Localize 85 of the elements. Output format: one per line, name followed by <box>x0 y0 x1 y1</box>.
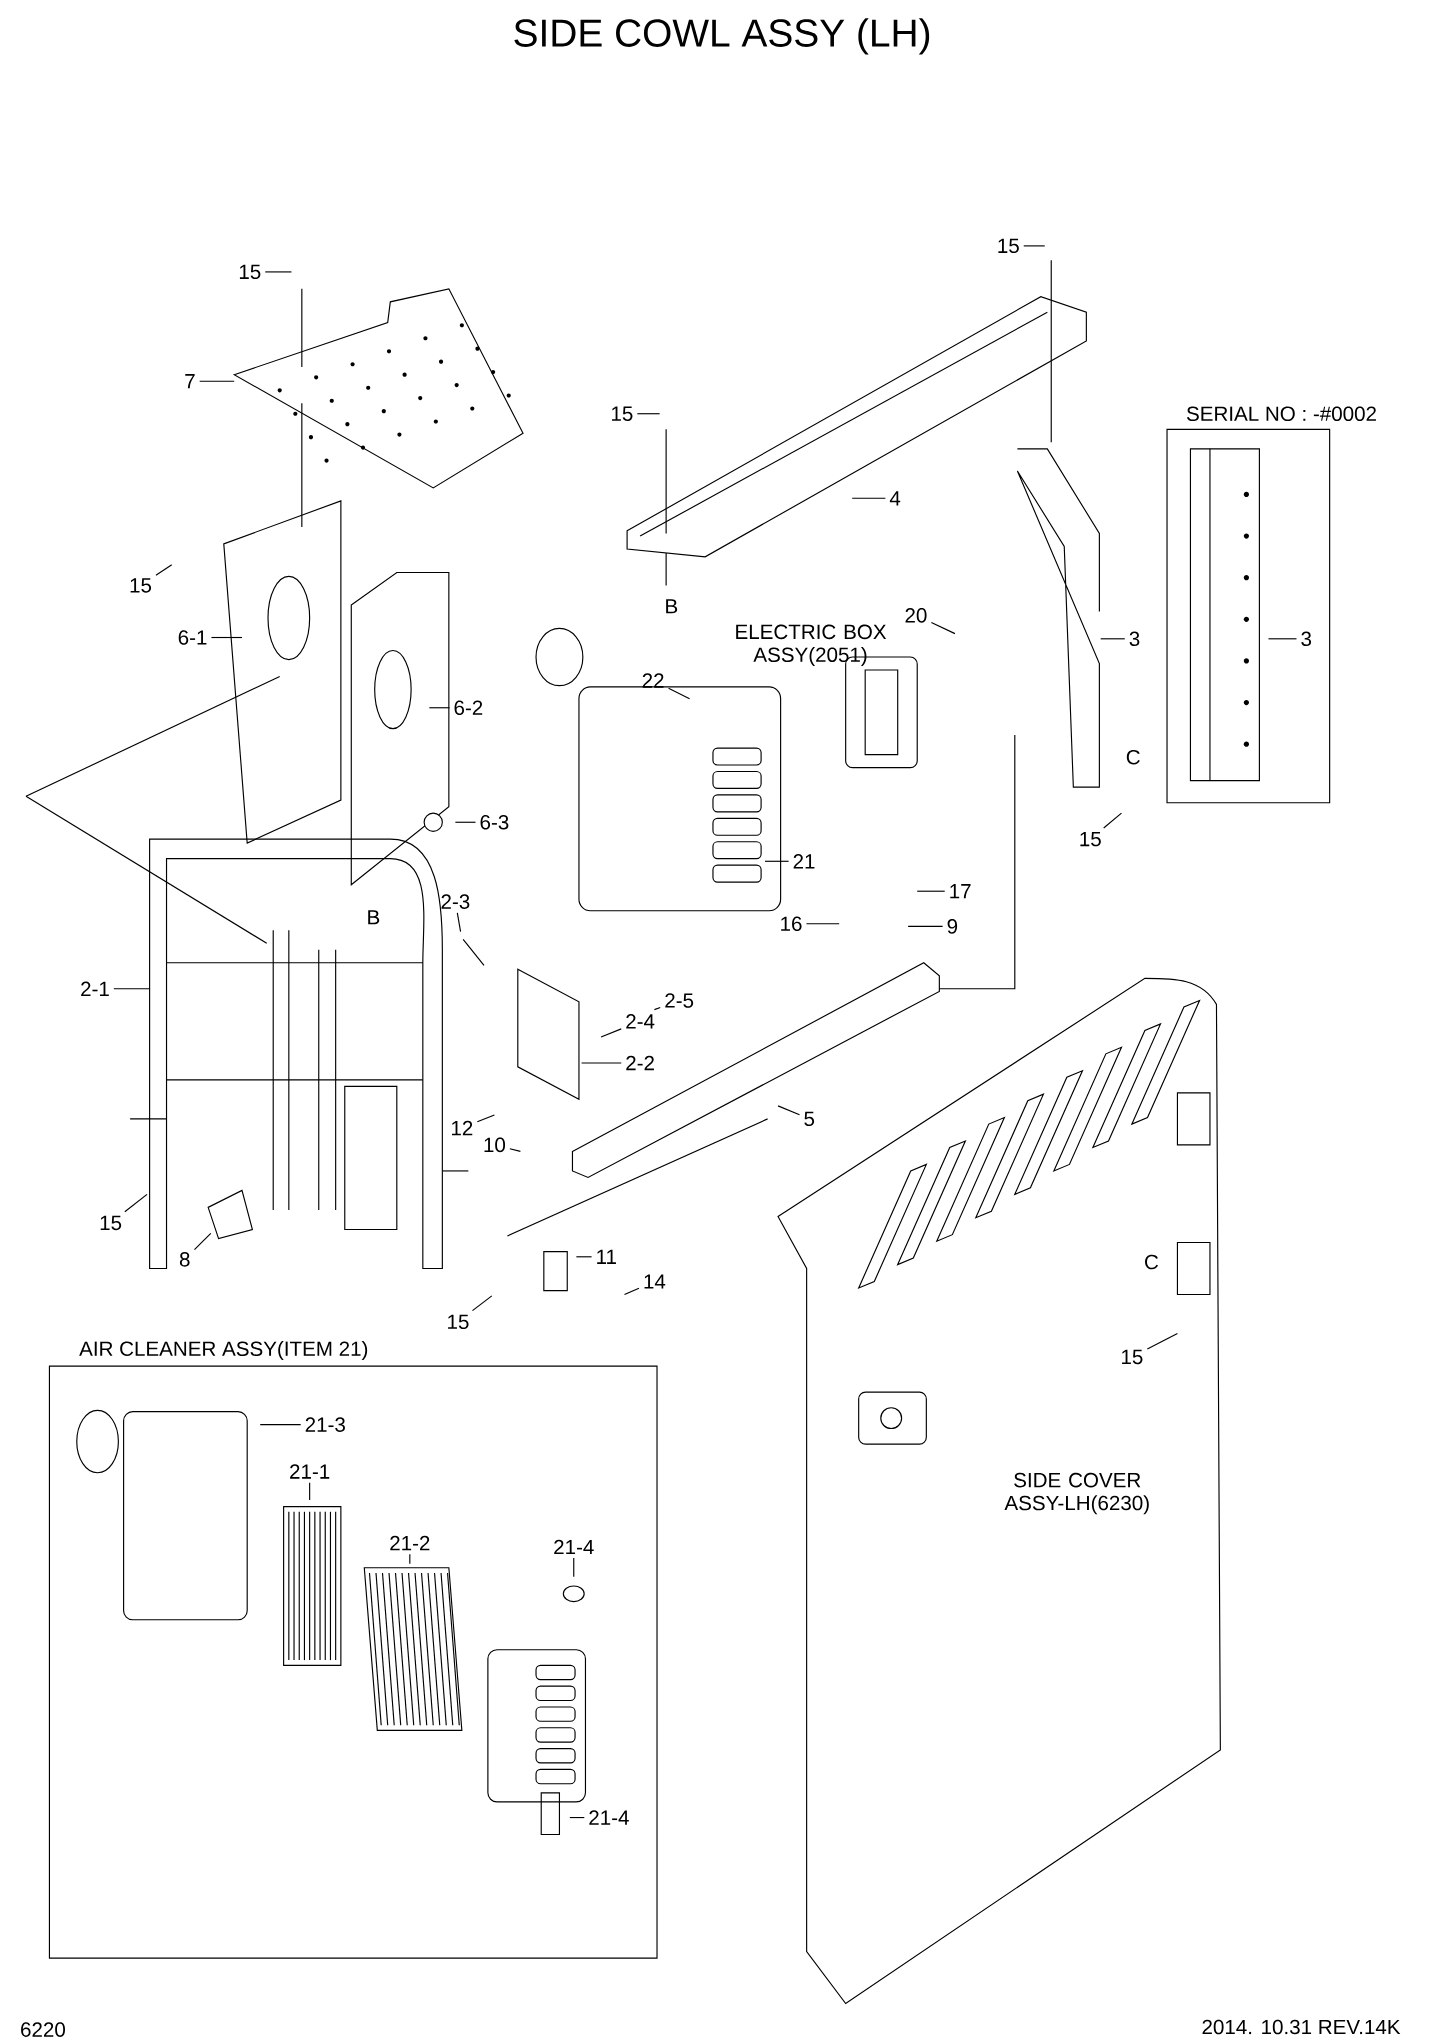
leader-line <box>472 1295 493 1312</box>
leader-line <box>573 1557 575 1578</box>
callout-number: 10 <box>484 1137 506 1153</box>
callout-letter: C <box>1127 749 1141 765</box>
callout-number: 5 <box>804 1111 815 1127</box>
leader-line <box>1146 1333 1179 1350</box>
leader-line <box>624 1287 640 1296</box>
callout-number: 15 <box>130 578 152 593</box>
callout-number: 9 <box>947 919 958 934</box>
leader-line <box>907 925 944 927</box>
leader-line <box>930 622 956 635</box>
callout-number: 16 <box>781 916 802 932</box>
callout-number: 3 <box>1129 631 1140 647</box>
leader-line <box>1100 638 1126 640</box>
callout-number: 6-1 <box>178 630 207 645</box>
callout-number: 2-1 <box>81 981 109 996</box>
callout-number: 15 <box>612 406 633 421</box>
leader-line <box>199 380 235 382</box>
leader-line <box>155 564 173 576</box>
leader-line <box>476 1114 496 1123</box>
leader-line <box>509 1148 522 1152</box>
footer-text: 2014. 10.31 REV.14K <box>1202 2019 1401 2035</box>
callout-number: 8 <box>180 1252 190 1267</box>
callout-number: 6-3 <box>480 814 509 830</box>
leader-line <box>636 413 661 415</box>
callout-number: 2-3 <box>441 894 470 909</box>
footer-text: 6220 <box>21 2022 66 2037</box>
callout-number: 14 <box>644 1274 666 1289</box>
callout-letter: B <box>666 599 678 614</box>
callout-number: 22 <box>642 673 664 688</box>
leader-line <box>259 1424 302 1426</box>
leader-line <box>211 636 243 639</box>
callout-number: 15 <box>1080 832 1101 847</box>
callout-number: 15 <box>998 238 1020 254</box>
callout-number: 15 <box>100 1215 122 1231</box>
leader-line <box>668 687 691 700</box>
callout-number: 11 <box>597 1249 617 1264</box>
callout-number: 21-2 <box>390 1535 430 1551</box>
callout-number: 6-2 <box>454 700 483 716</box>
note-text: ELECTRIC BOX ASSY(2051) <box>736 624 887 667</box>
leader-line <box>309 1482 311 1501</box>
leader-line <box>1103 812 1123 829</box>
note-text: AIR CLEANER ASSY(ITEM 21) <box>79 1340 368 1361</box>
leader-line <box>264 271 293 273</box>
leader-line <box>1268 638 1298 640</box>
callout-number: 7 <box>185 374 195 389</box>
callout-number: 15 <box>240 264 261 280</box>
callout-number: 21-3 <box>305 1417 346 1432</box>
leader-line <box>777 1105 801 1116</box>
callout-number: 12 <box>452 1120 473 1136</box>
leader-line <box>575 1256 593 1258</box>
callout-number: 21-4 <box>554 1539 594 1555</box>
leader-line <box>124 1193 148 1213</box>
leader-line <box>113 988 151 990</box>
callout-number: 21-1 <box>290 1464 330 1479</box>
leader-line <box>454 821 477 823</box>
leader-line <box>409 1553 411 1565</box>
callout-number: 15 <box>448 1314 469 1330</box>
callout-letter: C <box>1145 1254 1159 1270</box>
callout-number: 21-4 <box>589 1810 630 1825</box>
leader-line <box>456 912 462 933</box>
leader-line <box>851 497 887 499</box>
leader-line <box>581 1062 622 1064</box>
callout-number: 4 <box>890 491 901 506</box>
note-text: SIDE COVER ASSY-LH(6230) <box>1004 1472 1149 1515</box>
callout-number: 21 <box>793 854 815 869</box>
leader-line <box>569 1816 586 1819</box>
leader-line <box>1023 245 1046 247</box>
title: SIDE COWL ASSY (LH) <box>514 18 930 55</box>
callout-number: 2-5 <box>665 993 694 1008</box>
leader-line <box>600 1028 622 1038</box>
leader-line <box>654 1006 661 1011</box>
callout-number: 20 <box>905 608 927 623</box>
leader-line <box>194 1232 212 1251</box>
callout-number: 3 <box>1301 631 1312 647</box>
callout-number: 2-4 <box>626 1014 655 1029</box>
callout-number: 15 <box>1122 1349 1143 1365</box>
leader-line <box>428 707 451 709</box>
callout-number: 17 <box>950 884 971 899</box>
callout-letter: B <box>368 910 380 925</box>
leader-line <box>916 890 946 892</box>
callout-number: 2-2 <box>626 1055 655 1071</box>
leader-line <box>806 923 840 925</box>
leader-line <box>764 860 790 862</box>
note-text: SERIAL NO : -#0002 <box>1187 406 1377 422</box>
